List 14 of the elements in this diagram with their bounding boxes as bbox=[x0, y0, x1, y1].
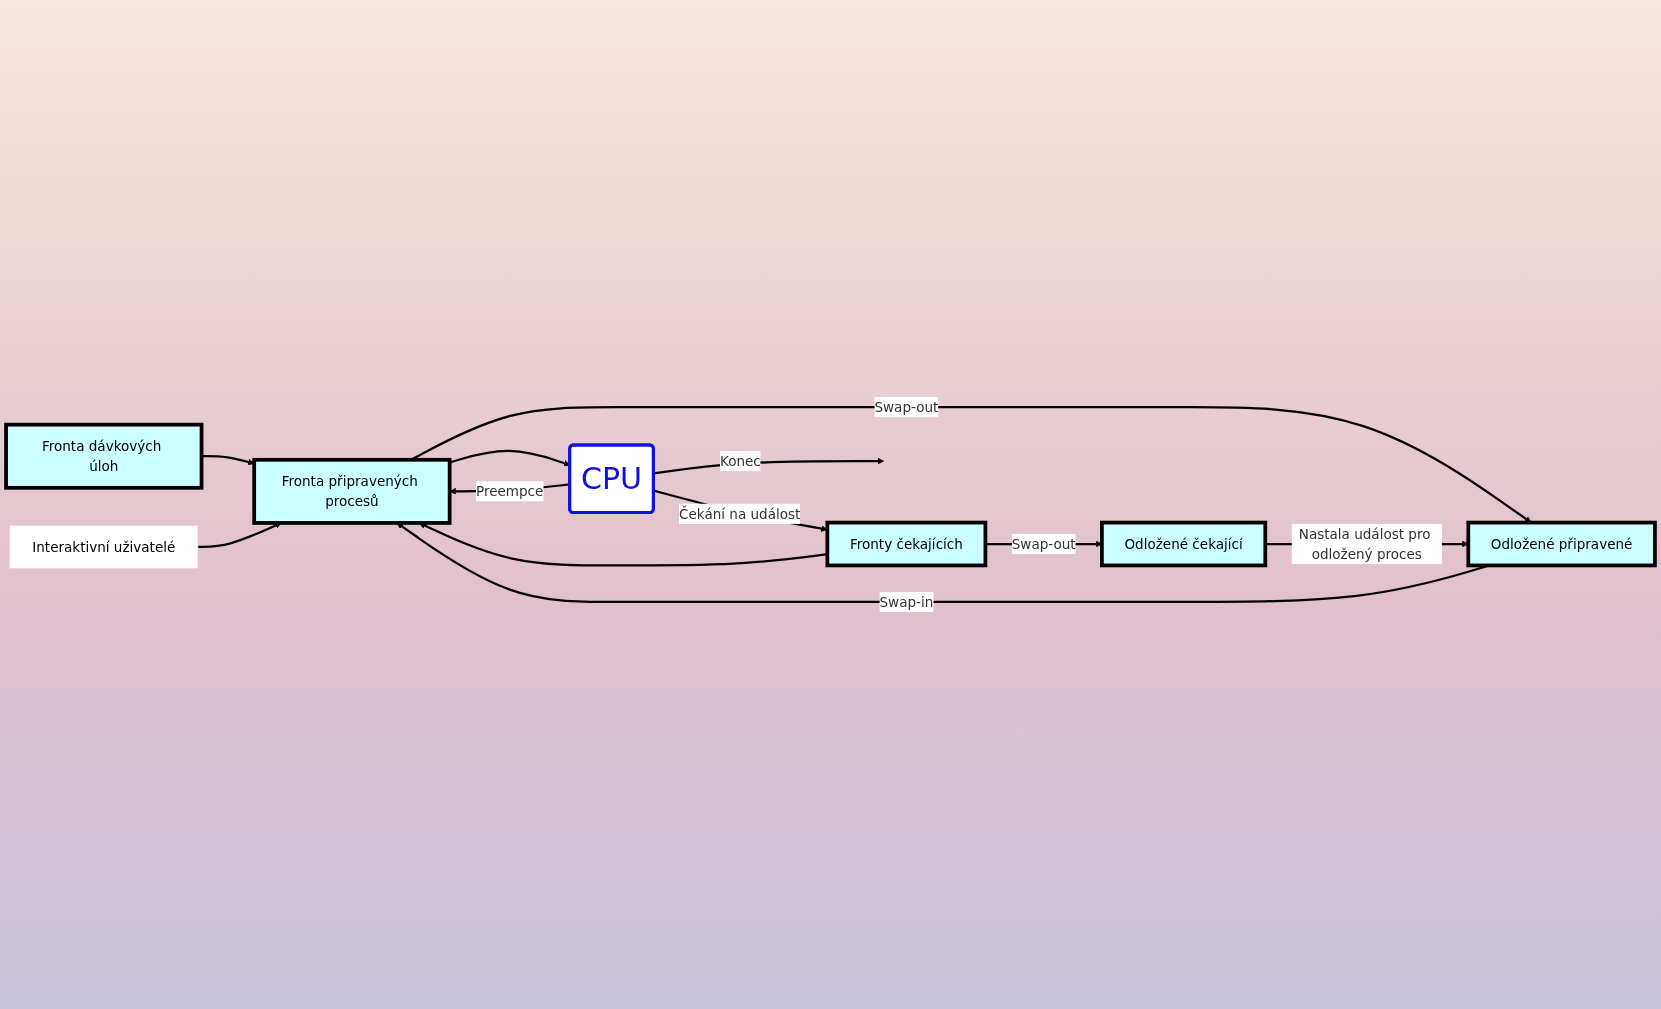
edge-label: Swap-out bbox=[874, 399, 939, 416]
edge-label: Swap-out bbox=[1011, 536, 1076, 552]
node-box: Interaktivní uživatelé bbox=[9, 525, 199, 569]
edge-label: Konec bbox=[719, 453, 761, 469]
node-box: Fronta připravených procesů bbox=[252, 457, 452, 525]
node-box: Odložené čekající bbox=[1100, 520, 1268, 568]
edge-label: Nastala událost pro odložený proces bbox=[1298, 525, 1431, 563]
node-box: Odložené připravené bbox=[1466, 520, 1657, 568]
edge-label: Preempce bbox=[475, 483, 544, 500]
node-box: Fronta dávkových úloh bbox=[4, 422, 204, 490]
edge-label: Čekání na událost bbox=[679, 505, 801, 522]
node-box: Fronty čekajících bbox=[825, 520, 988, 568]
edge-label: Swap-in bbox=[879, 593, 934, 610]
arrow bbox=[197, 522, 282, 548]
